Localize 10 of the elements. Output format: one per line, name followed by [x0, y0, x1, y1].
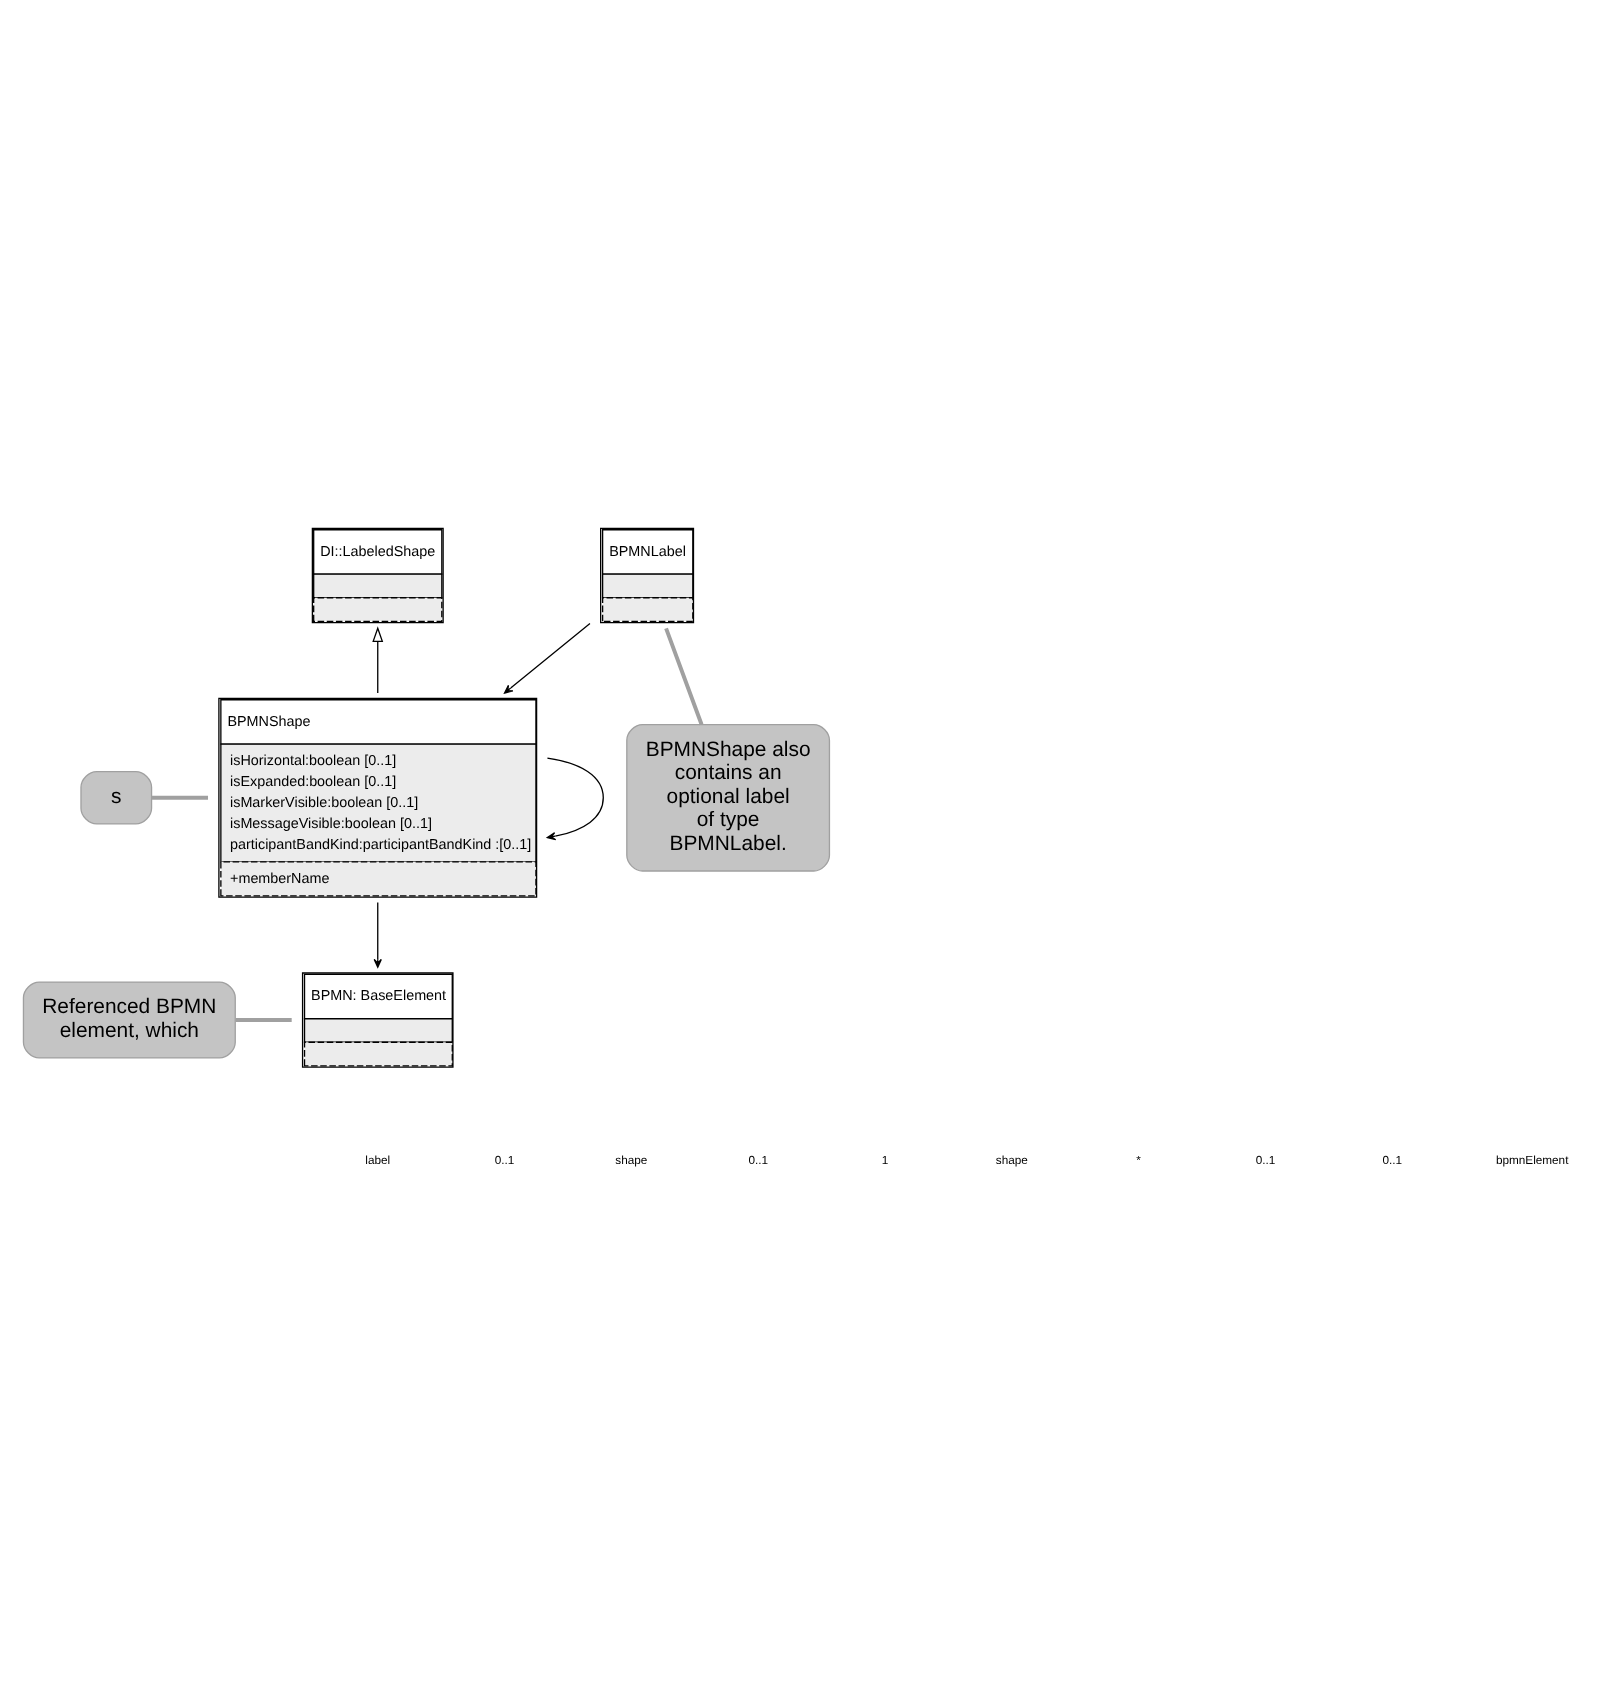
connector — [664, 627, 704, 726]
node-box: Referenced BPMN element, which — [22, 981, 236, 1059]
node-box: BPMNShape also contains an optional label of type BPMNLabel. — [626, 723, 831, 872]
arrow — [372, 626, 384, 694]
connector — [235, 1018, 292, 1022]
arrow — [546, 757, 604, 841]
arrow — [373, 901, 382, 968]
connector — [152, 795, 208, 800]
node-box: s — [80, 770, 153, 825]
arrow — [503, 622, 591, 694]
